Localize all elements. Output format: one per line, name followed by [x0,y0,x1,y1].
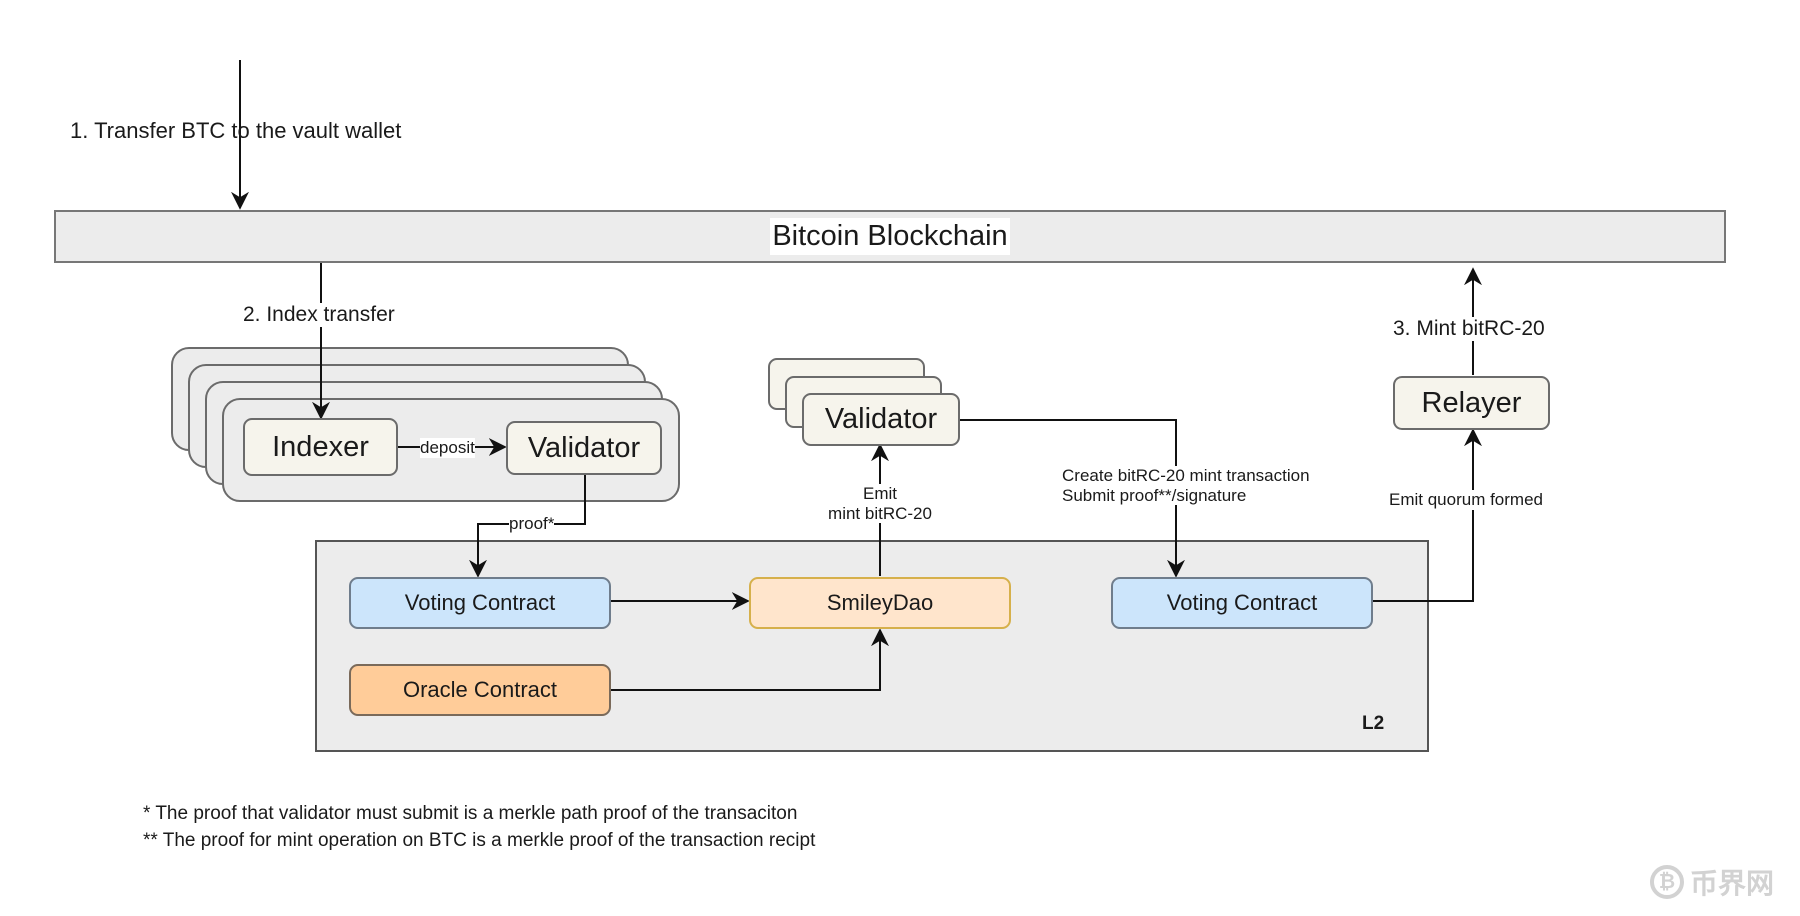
watermark-text: 币界网 [1690,867,1775,900]
indexer-node[interactable]: Indexer [243,418,398,476]
deposit-edge-label: deposit [420,438,475,458]
step-mint-label: 3. Mint bitRC-20 [1393,317,1545,342]
create-submit-line-1: Create bitRC-20 mint transaction [1062,466,1310,485]
validator-stack-node[interactable]: Validator [802,393,960,446]
validator-node[interactable]: Validator [506,421,662,475]
relayer-node[interactable]: Relayer [1393,376,1550,430]
l2-label: L2 [1362,713,1385,734]
edge-emit-quorum [1373,428,1482,602]
voting-contract-left[interactable]: Voting Contract [349,577,611,629]
bitcoin-blockchain-bar[interactable]: Bitcoin Blockchain [54,210,1726,263]
step-transfer-label: 1. Transfer BTC to the vault wallet [70,118,402,143]
edge-oracle-to-smileydao [611,628,889,691]
emit-mint-label: Emit mint bitRC-20 [820,484,940,524]
emit-mint-line-1: Emit [863,484,897,503]
edge-create-submit [960,419,1185,578]
smileydao-contract[interactable]: SmileyDao [749,577,1011,629]
voting-contract-right[interactable]: Voting Contract [1111,577,1373,629]
emit-quorum-label: Emit quorum formed [1389,490,1543,510]
bitcoin-logo-icon: ₿ [1650,865,1684,899]
bitcoin-blockchain-label: Bitcoin Blockchain [770,218,1010,255]
footnote-2: ** The proof for mint operation on BTC i… [143,830,816,851]
emit-mint-line-2: mint bitRC-20 [828,503,932,523]
footnote-1: * The proof that validator must submit i… [143,803,798,824]
footnotes: * The proof that validator must submit i… [143,800,815,854]
proof-edge-label: proof* [509,514,555,534]
watermark: ₿ 币界网 [1650,862,1774,902]
oracle-contract[interactable]: Oracle Contract [349,664,611,716]
create-submit-line-2: Submit proof**/signature [1062,485,1247,505]
create-submit-label: Create bitRC-20 mint transaction Submit … [1062,466,1310,506]
step-index-label: 2. Index transfer [243,303,395,328]
